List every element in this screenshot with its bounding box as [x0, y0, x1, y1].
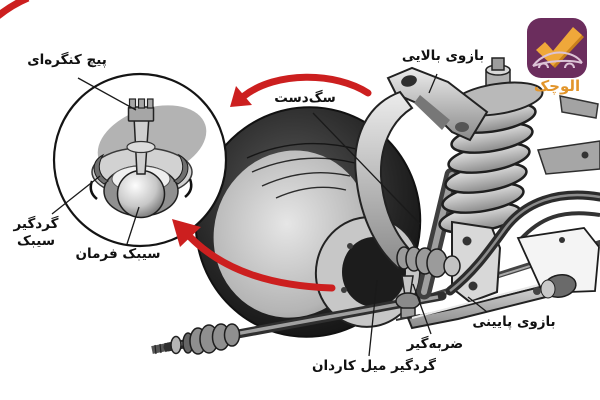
balljoint-ball — [116, 169, 166, 219]
label-castellated-bolt: پیچ کنگره‌ای — [27, 52, 107, 68]
steering-knuckle — [354, 90, 418, 270]
label-knuckle: سگ‌دست — [274, 90, 336, 106]
red-arrow-top — [230, 73, 372, 107]
hub-cv-boot — [396, 246, 461, 278]
label-balljoint-boot-line1: گردگیر — [13, 216, 59, 232]
label-balljoint-boot: گردگیر سیبک — [4, 216, 68, 250]
red-arrow-corner — [0, 0, 30, 19]
leader-lines — [51, 73, 488, 357]
label-driveshaft-boot: گردگیر میل کاردان — [311, 358, 437, 374]
tire-tread-lines — [246, 142, 361, 199]
boot-flap-right — [173, 153, 189, 185]
label-balljoint-boot-line2: سیبک — [16, 233, 56, 249]
label-shock-absorber: ضربه‌گیر — [406, 336, 464, 352]
lower-arm-bracket — [516, 227, 600, 299]
boot-flap-left — [93, 153, 109, 185]
car-icon — [532, 51, 583, 69]
castellated-nut — [127, 98, 155, 122]
brand-logo — [527, 18, 587, 78]
stabilizer-bar — [445, 190, 600, 296]
label-upper-arm: بازوی بالایی — [401, 48, 485, 64]
label-lower-arm: بازوی پایینی — [472, 314, 556, 330]
checkmark-icon — [536, 27, 584, 68]
balljoint-inset — [52, 72, 228, 248]
label-steering-balljoint: سیبک فرمان — [75, 246, 161, 262]
brand-logo-text: الوچک — [533, 77, 581, 95]
subframe-rail — [537, 140, 600, 175]
brand-logo-art — [532, 27, 584, 69]
red-arrow-bottom — [172, 219, 336, 292]
cv-joint-boot — [182, 323, 241, 355]
upper-control-arm — [386, 66, 489, 142]
